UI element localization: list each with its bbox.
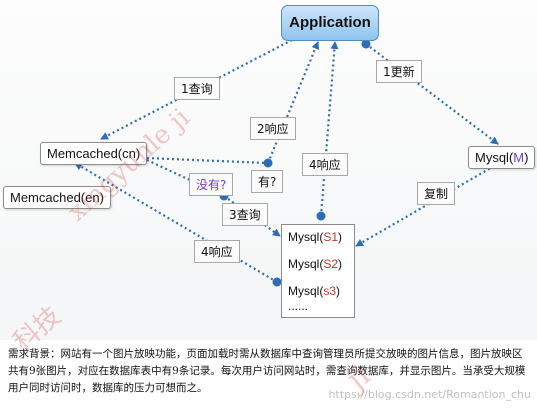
slave-suffix: ): [338, 230, 343, 244]
endpoint-dot: [316, 211, 326, 221]
edge-query3: [223, 195, 281, 237]
mysql-master-suffix: ): [524, 150, 529, 165]
edge-response4-bottom: [74, 162, 278, 283]
diagram-connectors: [74, 39, 499, 287]
edge-response4-top: [319, 41, 339, 217]
label-query1: 1查询: [174, 77, 220, 100]
mysql-slaves-more: ......: [288, 299, 309, 313]
endpoint-dot: [263, 158, 273, 168]
mysql-slave-1: Mysql(S1): [288, 230, 342, 244]
label-response2: 2响应: [250, 117, 296, 140]
mysql-master-sub: M: [513, 150, 525, 165]
label-update1: 1更新: [376, 60, 422, 83]
edge-have: [146, 156, 267, 165]
edge-response2: [266, 41, 320, 164]
slave-prefix: Mysql(: [288, 230, 324, 244]
label-response4-bottom: 4响应: [194, 240, 240, 263]
label-response4-top: 4响应: [302, 153, 348, 176]
slave-sub: S2: [323, 257, 339, 271]
mysql-master-node: Mysql(M): [468, 146, 536, 169]
edge-replicate: [355, 165, 495, 247]
edge-query1: [100, 39, 293, 140]
slave-suffix: ): [338, 257, 343, 271]
label-query3: 3查询: [222, 203, 268, 226]
architecture-diagram: Application Memcached(cn) Memcached(en) …: [0, 0, 537, 340]
slave-sub: S1: [323, 230, 339, 244]
memcached-en-node: Memcached(en): [3, 186, 111, 209]
memcached-cn-node: Memcached(cn): [40, 142, 148, 165]
endpoint-dot: [272, 277, 282, 287]
mysql-master-prefix: Mysql(: [475, 150, 514, 165]
slave-prefix: Mysql(: [288, 257, 324, 271]
label-replicate: 复制: [417, 182, 456, 205]
slave-prefix: Mysql(: [288, 284, 324, 298]
label-none: 没有?: [189, 173, 234, 196]
watermark-url: https://blog.csdn.net/Romantion_chu: [328, 388, 531, 401]
mysql-slave-2: Mysql(S2): [288, 257, 342, 271]
endpoint-dot: [361, 39, 371, 49]
slave-suffix: ): [336, 284, 341, 298]
label-have: 有?: [251, 170, 284, 193]
mysql-slaves-box: Mysql(S1) Mysql(S2) Mysql(s3) ......: [281, 224, 355, 318]
mysql-slave-3: Mysql(s3): [288, 284, 340, 298]
requirement-caption: 需求背景：网站有一个图片放映功能，页面加载时需从数据库中查询管理员所提交放映的图…: [8, 348, 526, 394]
slave-sub: s3: [323, 284, 337, 298]
edge-update1: [365, 43, 499, 145]
application-node: Application: [281, 5, 379, 41]
